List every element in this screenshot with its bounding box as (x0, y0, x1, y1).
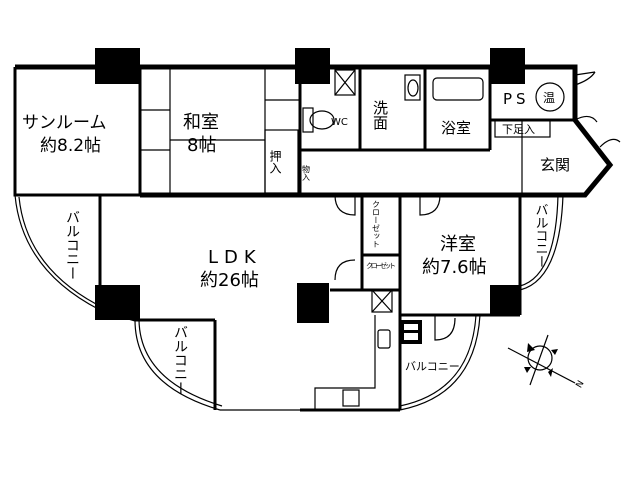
sunroom-size: 約8.2帖 (40, 136, 101, 156)
sunroom-name: サンルーム (22, 113, 107, 133)
exterior-walls (15, 64, 614, 198)
washitsu-name: 和室 (183, 112, 219, 133)
genkan-label: 玄関 (540, 156, 570, 174)
balcony-right-label: バルコニー (533, 203, 549, 268)
getabako-label: 下足入 (502, 123, 535, 136)
ldk-name: LDK (208, 247, 262, 268)
balcony-bottom-outline (399, 314, 481, 411)
yokushitsu-label: 浴室 (441, 119, 471, 137)
balcony-left-outline (14, 194, 101, 311)
balcony-left-label: バルコニー (64, 210, 80, 280)
washitsu-size: 8帖 (187, 135, 216, 156)
closet-2-label: クローゼット (366, 261, 396, 270)
balcony-lower-left-label: バルコニー (172, 325, 188, 395)
compass-north-label: N (575, 379, 587, 390)
bathtub (432, 77, 484, 101)
yoshitsu-name: 洋室 (440, 234, 476, 255)
yoshitsu-size: 約7.6帖 (422, 257, 487, 278)
balcony-right-outline (519, 194, 564, 291)
ldk-size: 約26帖 (200, 270, 259, 291)
senmen-label: 洗面 (371, 100, 389, 130)
water-heater-label: 温 (543, 91, 555, 105)
oshiire-label: 押入 (268, 150, 282, 174)
wc-label: WC (331, 117, 348, 128)
balcony-bottom-label: バルコニー (405, 360, 460, 373)
compass-icon (507, 334, 576, 386)
balcony-lower-left-outline (134, 319, 221, 411)
getabako (494, 119, 551, 138)
oshiire (264, 129, 299, 194)
monoire-label: 物入 (302, 164, 311, 181)
ps-label: PS (503, 90, 530, 108)
water-heater-icon (535, 82, 565, 112)
washbasin (404, 74, 421, 101)
stove-icon (342, 389, 360, 407)
toilet (309, 110, 335, 130)
closet-1-label: クローゼット (372, 200, 381, 248)
